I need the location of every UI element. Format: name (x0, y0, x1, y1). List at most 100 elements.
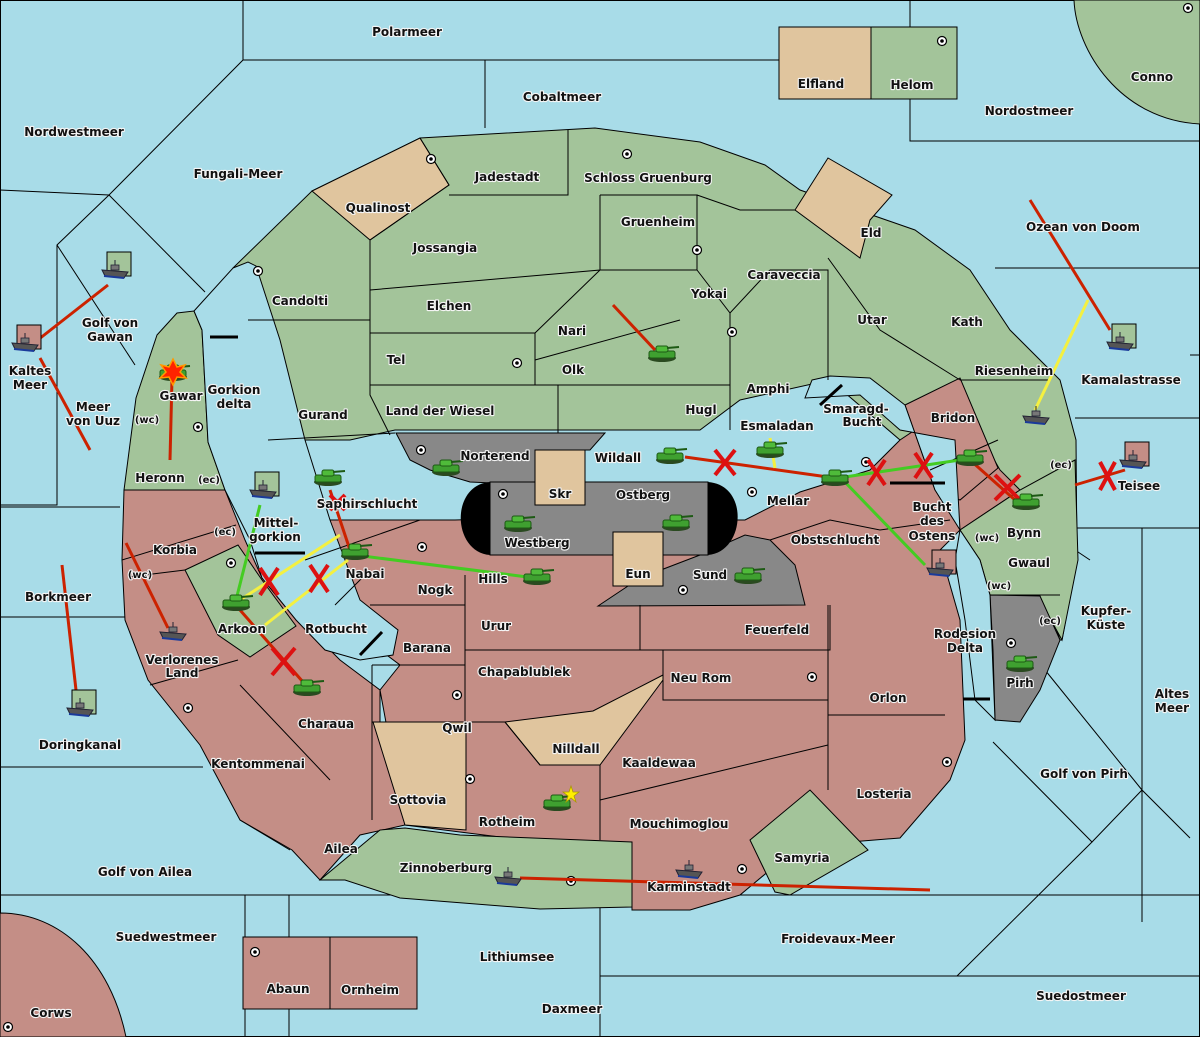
province-label: Heronn (135, 471, 184, 485)
order-convoy-2 (264, 558, 349, 627)
sea-label: Polarmeer (372, 25, 442, 39)
sea-label: Golf von Pirh (1040, 767, 1128, 781)
province-eun[interactable] (612, 531, 664, 587)
army-unit-icon[interactable] (543, 784, 581, 811)
sea-label: Daxmeer (542, 1002, 603, 1016)
army-unit-icon[interactable] (662, 514, 694, 531)
sea-label: von Uuz (66, 414, 120, 428)
province-elfland[interactable] (778, 26, 872, 100)
province-skr[interactable] (534, 449, 586, 506)
province-label: Charaua (298, 717, 354, 731)
fleet-unit-icon[interactable] (249, 471, 280, 499)
province-label: Ailea (324, 842, 358, 856)
fleet-unit-icon[interactable] (1106, 323, 1137, 351)
sea-label: Suedwestmeer (116, 930, 217, 944)
sea-label: Nordwestmeer (24, 125, 124, 139)
army-unit-icon[interactable] (432, 459, 464, 476)
province-label: Hills (478, 572, 508, 586)
fleet-unit-icon[interactable] (66, 689, 97, 717)
supply-center-icon (2, 1021, 14, 1033)
army-unit-icon[interactable] (656, 447, 688, 464)
sea-label: Meer (76, 400, 110, 414)
army-unit-icon[interactable] (1006, 655, 1038, 672)
army-unit-icon[interactable] (504, 515, 536, 532)
army-unit-icon[interactable] (756, 441, 788, 458)
sea-label: Ozean von Doom (1026, 220, 1140, 234)
province-conno[interactable] (1073, 0, 1200, 125)
border-westberg-wall (460, 482, 490, 555)
army-unit-icon[interactable] (1012, 493, 1044, 510)
province-label: Riesenheim (975, 364, 1054, 378)
province-zinnoberburg[interactable] (318, 827, 633, 910)
sea-label: Cobaltmeer (523, 90, 601, 104)
army-unit-icon[interactable] (293, 679, 325, 696)
army-unit-icon[interactable] (956, 449, 988, 466)
sea-label: Kaltes (9, 364, 52, 378)
sea-label: delta (217, 397, 252, 411)
sea-label: Ostens (909, 529, 956, 543)
sea-label: Rotbucht (305, 622, 367, 636)
province-samyria[interactable] (749, 789, 869, 896)
sea-label: Suedostmeer (1036, 989, 1126, 1003)
sea-label: Meer (13, 378, 47, 392)
province-label: Yokai (690, 287, 727, 301)
sea-label: Meer (1155, 701, 1189, 715)
province-label: Nari (558, 324, 586, 338)
province-label: Gruenheim (621, 215, 695, 229)
fleet-unit-icon[interactable] (159, 622, 187, 641)
province-label: Jossangia (412, 241, 477, 255)
province-label: Karminstadt (647, 880, 731, 894)
supply-center-icon (511, 357, 523, 369)
province-label: Amphi (746, 382, 789, 396)
province-label: Mouchimoglou (630, 817, 729, 831)
army-unit-icon[interactable] (157, 357, 191, 387)
army-unit-icon[interactable] (314, 469, 346, 486)
inland-sea-gorkion (193, 261, 399, 661)
province-label: Jadestadt (474, 170, 540, 184)
province-label: Nabai (346, 567, 385, 581)
province-label: Korbia (153, 543, 197, 557)
order-move-verlorenes (124, 542, 170, 629)
army-unit-icon[interactable] (648, 345, 680, 362)
army-unit-icon[interactable] (523, 568, 555, 585)
order-support-mittelgorkion (234, 504, 262, 601)
army-unit-icon[interactable] (734, 567, 766, 584)
army-unit-icon[interactable] (341, 543, 373, 560)
supply-center-icon (936, 35, 948, 47)
province-corws[interactable] (0, 912, 127, 1037)
province-label: Obstschlucht (791, 533, 880, 547)
fleet-unit-icon[interactable] (926, 549, 957, 577)
order-support-hills (354, 553, 536, 580)
province-label: Orlon (869, 691, 906, 705)
province-label: Zinnoberburg (400, 861, 492, 875)
fleet-unit-icon[interactable] (494, 867, 522, 886)
fleet-unit-icon[interactable] (11, 324, 42, 352)
sea-label: Doringkanal (39, 738, 121, 752)
coast-label: (ec) (1039, 616, 1061, 627)
supply-center-icon (225, 557, 237, 569)
army-unit-icon[interactable] (821, 469, 853, 486)
province-sottovia[interactable] (372, 721, 467, 831)
province-label: Chapablublek (478, 665, 571, 679)
province-label: Feuerfeld (745, 623, 810, 637)
province-ornheim[interactable] (329, 936, 418, 1010)
sea-label: Kupfer- (1081, 604, 1131, 618)
province-label: Utar (857, 313, 887, 327)
sea-label: gorkion (249, 530, 301, 544)
province-label: Caraveccia (747, 268, 820, 282)
fleet-unit-icon[interactable] (101, 251, 132, 279)
province-label: Gawar (159, 389, 202, 403)
army-unit-icon[interactable] (222, 594, 254, 611)
coast-label: (wc) (987, 581, 1011, 592)
province-label: Pirh (1006, 676, 1033, 690)
fleet-unit-icon[interactable] (1119, 441, 1150, 469)
province-eld[interactable] (794, 157, 893, 259)
sea-label: Küste (1087, 618, 1126, 632)
province-label: Arkoon (218, 622, 266, 636)
province-label: Westberg (504, 536, 569, 550)
order-move-uuz (38, 357, 92, 451)
province-label: Bridon (931, 411, 976, 425)
fleet-unit-icon[interactable] (1022, 406, 1050, 425)
fleet-unit-icon[interactable] (675, 860, 703, 879)
